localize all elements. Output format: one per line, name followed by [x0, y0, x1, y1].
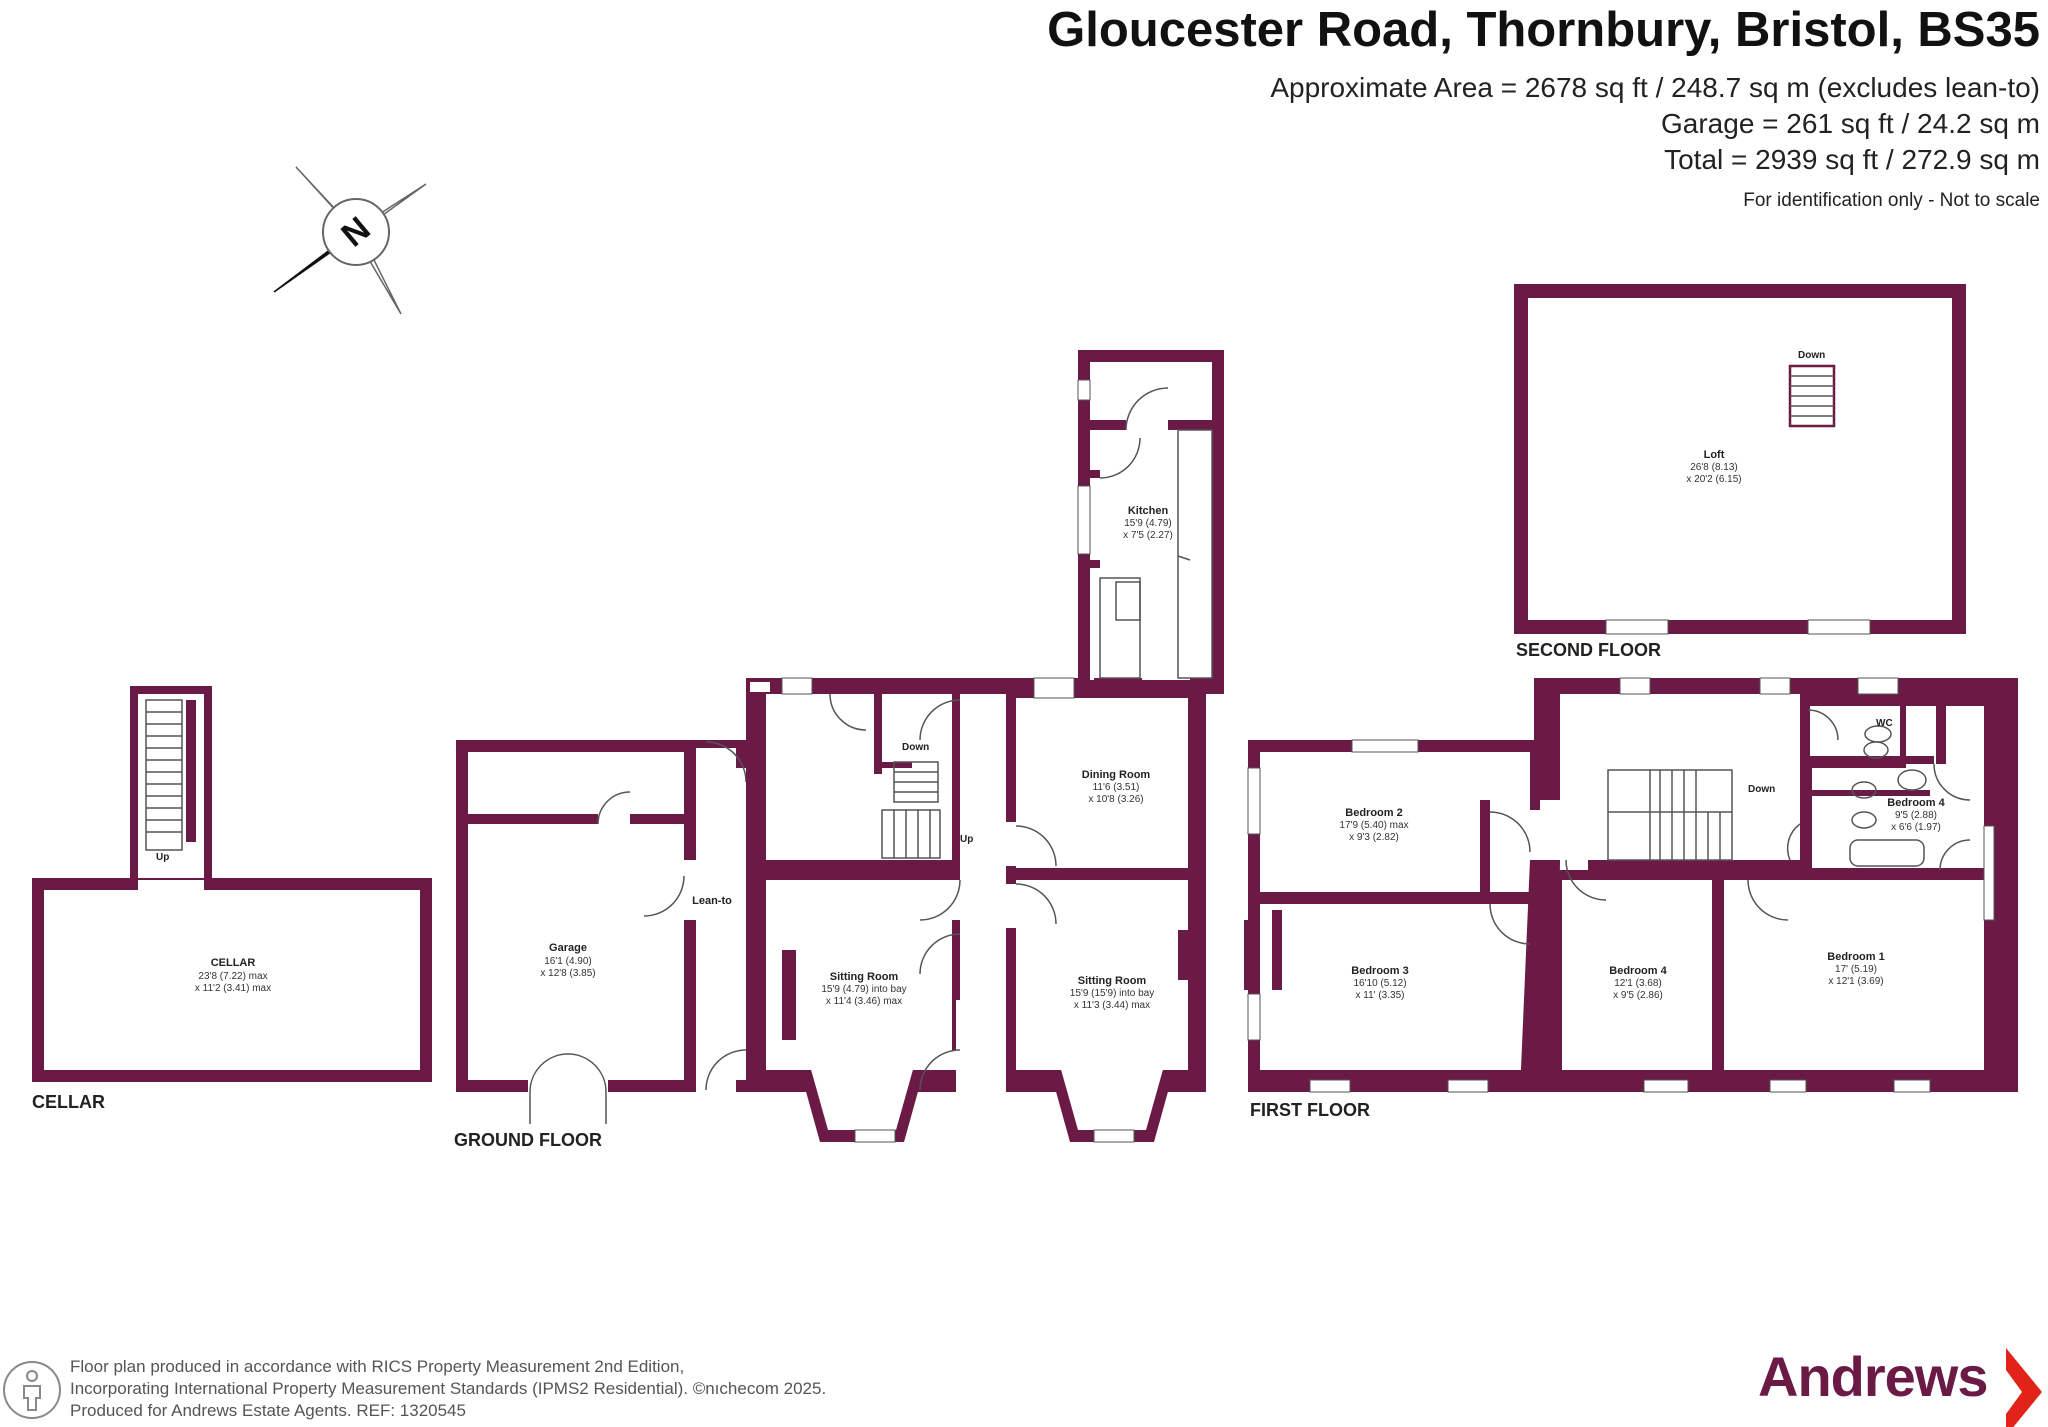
sitting-room-2-dim-2: x 11'3 (3.44) max: [1074, 1000, 1150, 1011]
bedroom-2-dim-2: x 9'3 (2.82): [1349, 832, 1399, 843]
kitchen-room-dim-1: 15'9 (4.79): [1124, 518, 1172, 529]
property-title: Gloucester Road, Thornbury, Bristol, BS3…: [1047, 3, 2040, 57]
footer-line-1: Floor plan produced in accordance with R…: [70, 1357, 685, 1376]
bedroom-2-name: Bedroom 2: [1345, 807, 1402, 819]
bedroom-1-dim-1: 17' (5.19): [1835, 964, 1877, 975]
cellar-room-dim-1: 23'8 (7.22) max: [198, 971, 267, 982]
area-line-1: Approximate Area = 2678 sq ft / 248.7 sq…: [1270, 72, 2040, 103]
footer-credits: Floor plan produced in accordance with R…: [70, 1356, 826, 1422]
compass-rose-icon: N: [273, 166, 427, 315]
person-icon: [3, 1361, 61, 1419]
bedroom-3-name: Bedroom 3: [1351, 965, 1408, 977]
brand-logo: Andrews: [1758, 1345, 1988, 1408]
bedroom-3-dim-2: x 11' (3.35): [1356, 990, 1405, 1001]
sitting-room-2-name: Sitting Room: [1078, 975, 1147, 987]
floor-label-cellar: CELLAR: [32, 1092, 105, 1112]
second-floor-plan: Down Loft 26'8 (8.13) x 20'2 (6.15) SECO…: [1514, 284, 1966, 660]
bedroom-4a-name: Bedroom 4: [1609, 965, 1667, 977]
bedroom-4a-dim-1: 12'1 (3.68): [1614, 978, 1662, 989]
sitting-room-1-name: Sitting Room: [830, 971, 899, 983]
footer-line-3: Produced for Andrews Estate Agents. REF:…: [70, 1401, 466, 1420]
loft-room-dim-1: 26'8 (8.13): [1690, 462, 1738, 473]
cellar-stair-up: Up: [156, 852, 169, 863]
dining-room-dim-2: x 10'8 (3.26): [1088, 794, 1143, 805]
disclaimer-note: For identification only - Not to scale: [1743, 190, 2040, 211]
bedroom-2-dim-1: 17'9 (5.40) max: [1339, 820, 1408, 831]
bedroom-4b-name: Bedroom 4: [1887, 797, 1945, 809]
cellar-room-dim-2: x 11'2 (3.41) max: [195, 983, 271, 994]
lean-to-room-name: Lean-to: [692, 895, 732, 907]
sitting-room-2-dim-1: 15'9 (15'9) into bay: [1070, 988, 1154, 999]
garage-room-name: Garage: [549, 942, 587, 954]
ground-stair-down: Down: [902, 742, 929, 753]
dining-room-dim-1: 11'6 (3.51): [1093, 782, 1140, 793]
bedroom-1-dim-2: x 12'1 (3.69): [1828, 976, 1883, 987]
second-stair-down: Down: [1798, 350, 1825, 361]
bedroom-4a-dim-2: x 9'5 (2.86): [1613, 990, 1663, 1001]
bedroom-4b-dim-1: 9'5 (2.88): [1895, 810, 1937, 821]
first-stair-down: Down: [1748, 784, 1775, 795]
floor-label-second: SECOND FLOOR: [1516, 640, 1661, 660]
loft-room-name: Loft: [1704, 449, 1725, 461]
wc-room-name: WC: [1876, 718, 1893, 729]
garage-room-dim-2: x 12'8 (3.85): [540, 968, 595, 979]
cellar-plan: Up CELLAR 23'8 (7.22) max x 11'2 (3.41) …: [32, 686, 432, 1112]
floor-label-ground: GROUND FLOOR: [454, 1130, 602, 1150]
bedroom-4b-dim-2: x 6'6 (1.97): [1891, 822, 1941, 833]
brand-arrow-icon: [2006, 1348, 2042, 1427]
garage-room-dim-1: 16'1 (4.90): [544, 956, 592, 967]
ground-stair-up: Up: [960, 834, 973, 845]
bedroom-1-name: Bedroom 1: [1827, 951, 1884, 963]
bedroom-3-dim-1: 16'10 (5.12): [1353, 978, 1406, 989]
sitting-room-1-dim-2: x 11'4 (3.46) max: [826, 996, 902, 1007]
kitchen-room-dim-2: x 7'5 (2.27): [1123, 530, 1173, 541]
area-line-2: Garage = 261 sq ft / 24.2 sq m: [1661, 108, 2040, 139]
floor-label-first: FIRST FLOOR: [1250, 1100, 1370, 1120]
loft-room-dim-2: x 20'2 (6.15): [1686, 474, 1741, 485]
kitchen-room-name: Kitchen: [1128, 505, 1169, 517]
cellar-room-name: CELLAR: [211, 957, 256, 969]
first-floor-plan: WC Down Bedroom 2 17'9 (5.40) max x 9'3 …: [1244, 677, 2018, 1120]
dining-room-name: Dining Room: [1082, 769, 1151, 781]
sitting-room-1-dim-1: 15'9 (4.79) into bay: [821, 984, 906, 995]
footer-line-2: Incorporating International Property Mea…: [70, 1379, 827, 1398]
ground-floor-plan: Garage 16'1 (4.90) x 12'8 (3.85) Lean-to: [454, 350, 1224, 1150]
area-line-3: Total = 2939 sq ft / 272.9 sq m: [1664, 144, 2040, 175]
